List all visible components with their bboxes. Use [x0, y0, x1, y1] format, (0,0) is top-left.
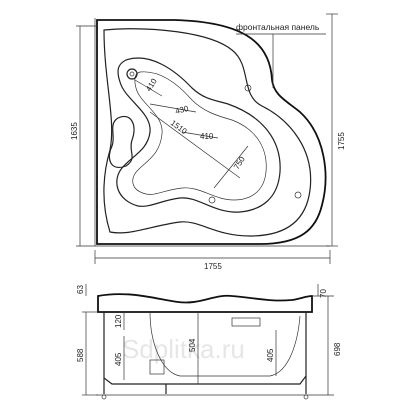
jet-2: [244, 84, 252, 92]
dim-63: 63: [76, 285, 85, 294]
basin-contour: [116, 57, 281, 213]
siphon: [149, 359, 165, 375]
basin-floor: [132, 71, 267, 201]
side-rim-profile: [97, 293, 313, 313]
dim-588: 588: [76, 348, 85, 362]
dim-line-750: [213, 145, 249, 189]
dim-1755-right: 1755: [337, 132, 346, 150]
dim-504: 504: [188, 338, 197, 352]
dim-1635: 1635: [70, 122, 79, 140]
front-panel-label: фронтальная панель: [236, 22, 320, 32]
headrest-block: [231, 317, 261, 327]
dim-120: 120: [114, 314, 123, 328]
drain-icon: [126, 68, 138, 80]
dim-410-mid: 410: [200, 132, 214, 141]
dim-line-410-mid: [181, 131, 219, 139]
side-bowl: [149, 311, 301, 377]
tub-inner-rim: [103, 28, 312, 237]
top-view: 410 430 1510 410 750 фронтальная панель …: [70, 13, 346, 271]
watermark: Sdplitka.ru: [122, 334, 245, 364]
armrest-lobe: [108, 115, 135, 168]
jet-3: [294, 191, 302, 199]
drain-inner: [129, 71, 135, 77]
dim-405-left: 405: [114, 352, 123, 366]
side-body: [103, 312, 307, 385]
foot-right: [303, 394, 309, 400]
jet-1: [208, 196, 216, 204]
dim-line-430: [149, 103, 197, 113]
dim-698: 698: [333, 342, 342, 356]
dim-line-410-top: [134, 79, 163, 97]
dim-1755-bottom: 1755: [204, 262, 222, 271]
side-view: 120 405 504 405 63 588 70 698: [76, 284, 342, 400]
dim-410-top: 410: [144, 77, 159, 94]
tub-outer-rim: [96, 19, 327, 245]
foot-left: [101, 394, 107, 400]
dim-70: 70: [319, 289, 328, 298]
dim-430: 430: [174, 104, 190, 116]
dim-line-1510: [149, 111, 241, 179]
dim-405-right: 405: [266, 348, 275, 362]
dim-1510: 1510: [169, 118, 189, 136]
dim-750: 750: [232, 155, 247, 172]
